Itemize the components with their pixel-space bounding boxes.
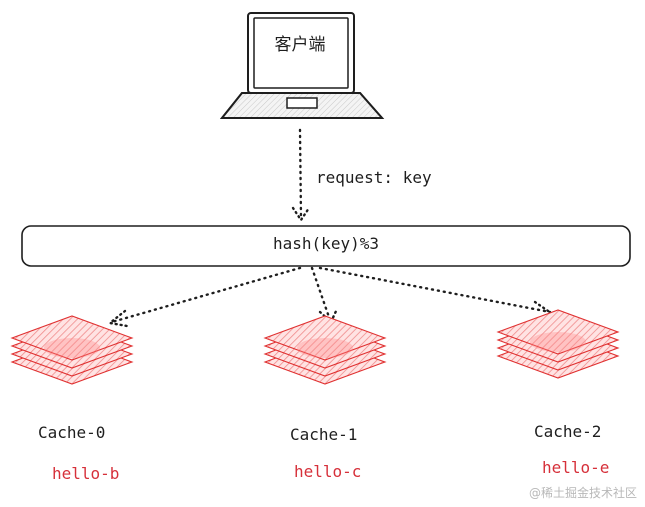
watermark: @稀土掘金技术社区 (528, 486, 637, 500)
cache-1-value: hello-c (294, 462, 362, 481)
hash-router-label: hash(key)%3 (273, 234, 379, 253)
cache-1-name: Cache-1 (290, 425, 358, 444)
distribution-arrows (107, 266, 554, 328)
cache-0-stack (11, 315, 133, 385)
cache-1-stack (264, 315, 386, 385)
cache-2-stack (497, 309, 619, 379)
request-label: request: key (316, 168, 432, 187)
cache-0-name: Cache-0 (38, 423, 106, 442)
cache-2-name: Cache-2 (534, 422, 602, 441)
cache-2-value: hello-e (542, 458, 610, 477)
cache-0-value: hello-b (52, 464, 120, 483)
request-arrow (291, 128, 311, 223)
client-label: 客户端 (274, 35, 326, 55)
laptop-icon (219, 12, 385, 119)
hash-router-box (21, 225, 631, 267)
